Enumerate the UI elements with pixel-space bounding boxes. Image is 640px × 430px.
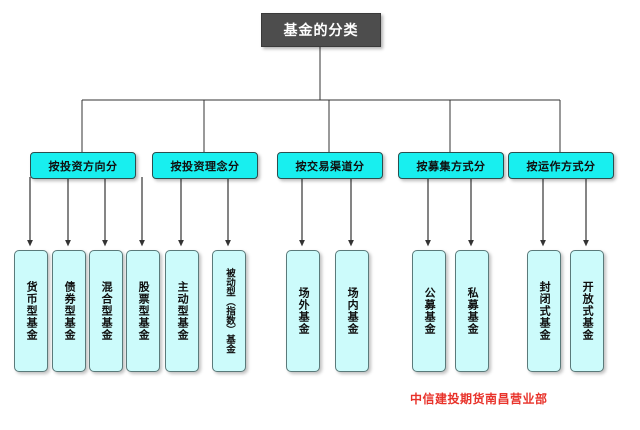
root-title-label: 基金的分类 — [283, 23, 359, 39]
leaf-label: 货币型基金 — [25, 281, 39, 341]
leaf-box-active-fund[interactable]: 主动型基金 — [165, 250, 199, 372]
category-label: 按交易渠道分 — [295, 159, 365, 173]
leaf-box-equity-fund[interactable]: 股票型基金 — [126, 250, 160, 372]
leaf-label: 场外基金 — [297, 287, 311, 335]
category-label: 按募集方式分 — [416, 159, 486, 173]
root-title-box: 基金的分类 — [261, 13, 381, 47]
category-box-by-investment-direction[interactable]: 按投资方向分 — [30, 152, 136, 179]
category-box-by-trading-channel[interactable]: 按交易渠道分 — [277, 152, 383, 179]
category-label: 按投资方向分 — [48, 159, 118, 173]
category-box-by-raising-method[interactable]: 按募集方式分 — [398, 152, 504, 179]
category-label: 按运作方式分 — [526, 159, 596, 173]
leaf-box-hybrid-fund[interactable]: 混合型基金 — [89, 250, 123, 372]
leaf-label: 封闭式基金 — [538, 281, 552, 341]
leaf-box-private-fund[interactable]: 私募基金 — [455, 250, 489, 372]
leaf-label: 场内基金 — [346, 287, 360, 335]
leaf-label: 债券型基金 — [63, 281, 77, 341]
leaf-label: 股票型基金 — [137, 281, 151, 341]
footer-branding-label: 中信建投期货南昌营业部 — [410, 392, 548, 406]
leaf-box-exchange-fund[interactable]: 场内基金 — [335, 250, 369, 372]
leaf-box-passive-fund[interactable]: 被动型（指数）基金 — [212, 250, 246, 372]
category-box-by-investment-philosophy[interactable]: 按投资理念分 — [152, 152, 258, 179]
leaf-label: 混合型基金 — [100, 281, 114, 341]
leaf-label: 主动型基金 — [176, 281, 190, 341]
leaf-label: 开放式基金 — [581, 281, 595, 341]
leaf-box-money-fund[interactable]: 货币型基金 — [14, 250, 48, 372]
leaf-box-otc-fund[interactable]: 场外基金 — [286, 250, 320, 372]
leaf-box-closed-end-fund[interactable]: 封闭式基金 — [527, 250, 561, 372]
leaf-box-public-fund[interactable]: 公募基金 — [412, 250, 446, 372]
leaf-label: 被动型（指数）基金 — [223, 268, 235, 354]
category-label: 按投资理念分 — [170, 159, 240, 173]
leaf-box-open-end-fund[interactable]: 开放式基金 — [570, 250, 604, 372]
leaf-box-bond-fund[interactable]: 债券型基金 — [52, 250, 86, 372]
leaf-label: 公募基金 — [423, 287, 437, 335]
category-box-by-operation-mode[interactable]: 按运作方式分 — [508, 152, 614, 179]
leaf-label: 私募基金 — [466, 287, 480, 335]
